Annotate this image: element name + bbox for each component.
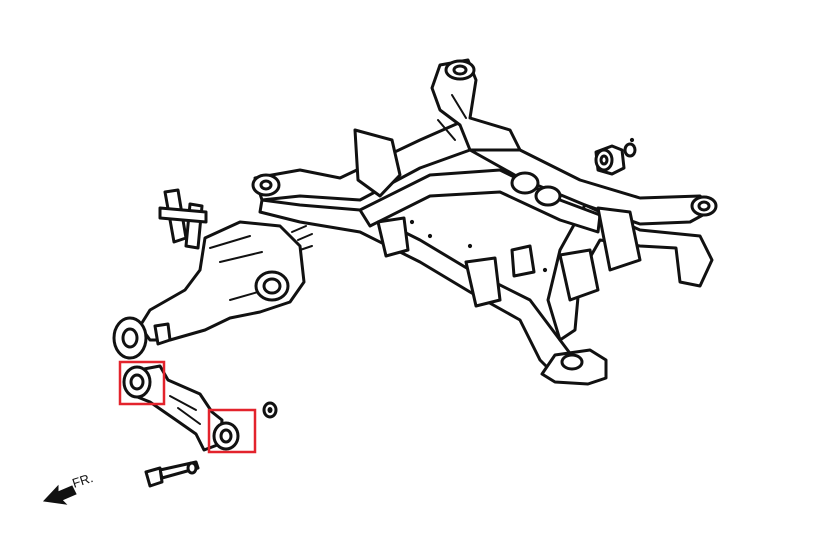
- subframe-bushing: [594, 142, 637, 176]
- trailing-arm: [122, 364, 240, 452]
- front-arrow-icon: [42, 484, 77, 505]
- direction-label: FR.: [70, 470, 95, 491]
- differential: [112, 220, 313, 360]
- mounting-bolt: [144, 460, 200, 488]
- lateral-link-bracket: [158, 188, 208, 250]
- washer: [262, 401, 278, 419]
- rear-subframe: [251, 58, 718, 386]
- highlight-rear-bushing: [207, 408, 257, 454]
- highlight-front-bushing: [118, 360, 166, 406]
